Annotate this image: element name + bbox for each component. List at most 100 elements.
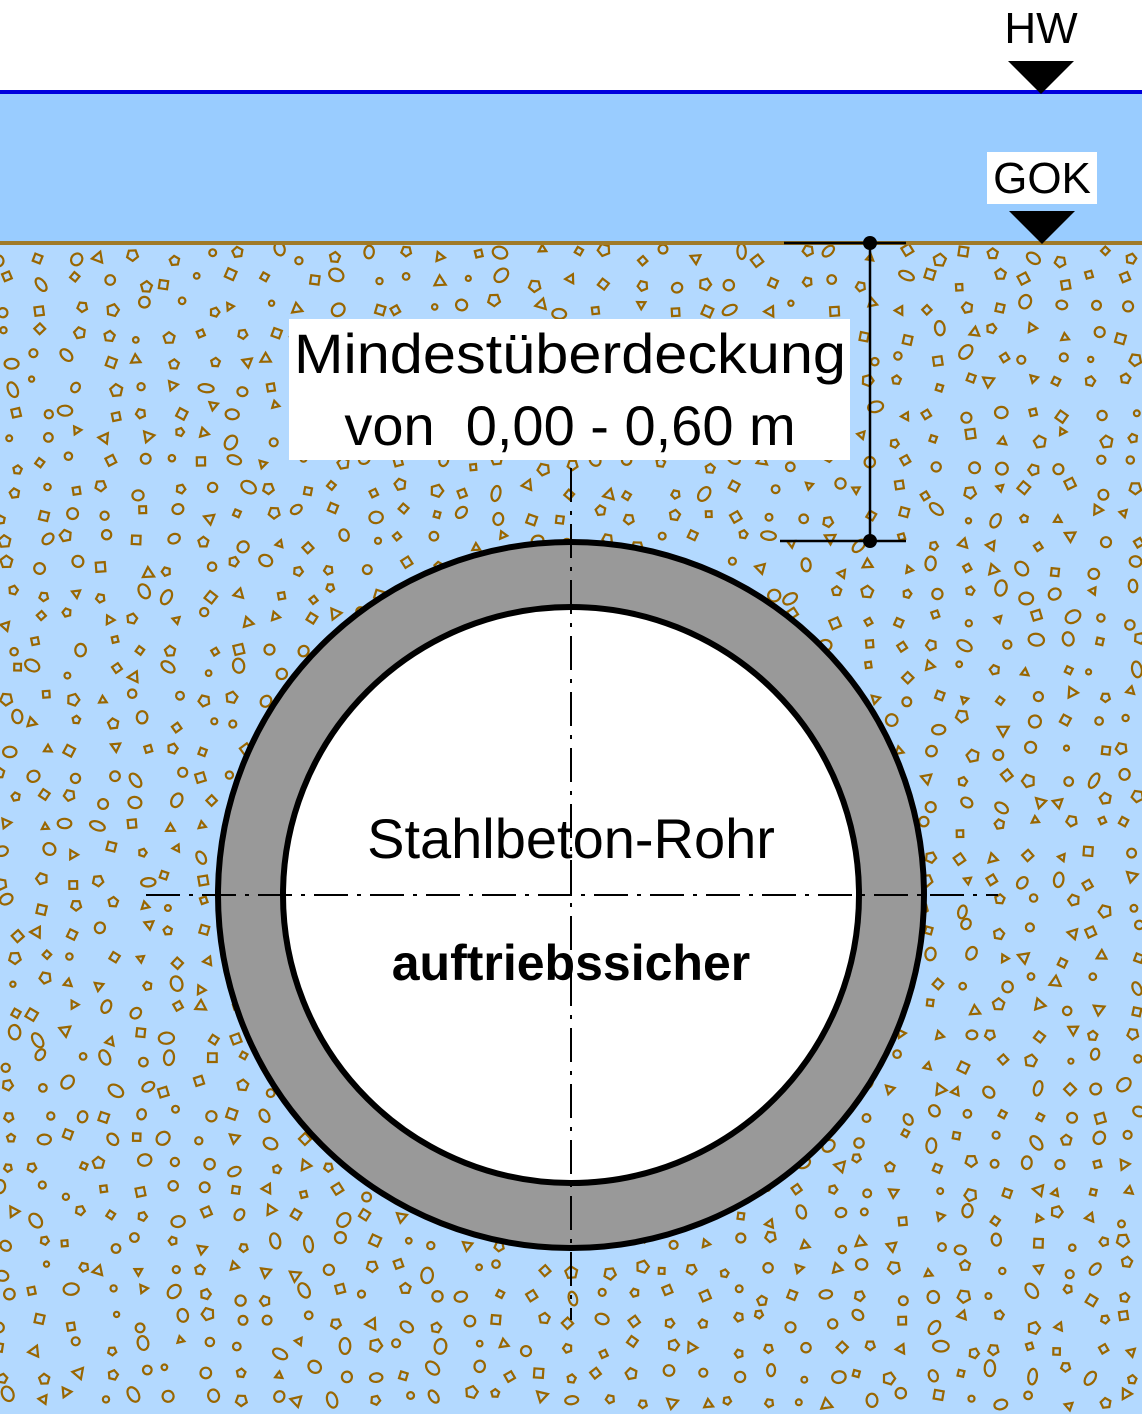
soil-grain: [1117, 508, 1129, 520]
soil-grain: [454, 298, 469, 312]
soil-grain: [94, 560, 107, 574]
soil-grain: [862, 1188, 873, 1199]
soil-grain: [892, 304, 904, 317]
soil-grain: [893, 744, 906, 756]
soil-grain: [597, 1287, 607, 1298]
soil-grain: [206, 1052, 218, 1064]
soil-grain: [1058, 713, 1073, 727]
soil-grain: [1084, 1292, 1100, 1308]
soil-grain: [1054, 1158, 1066, 1171]
soil-grain: [660, 1283, 674, 1297]
soil-grain: [307, 594, 320, 606]
soil-grain: [199, 1366, 213, 1380]
soil-grain: [167, 1180, 179, 1192]
soil-grain: [764, 512, 774, 522]
soil-grain: [226, 454, 243, 466]
soil-grain: [473, 1359, 487, 1374]
soil-grain: [983, 1029, 997, 1042]
soil-grain: [107, 1368, 120, 1381]
soil-grain: [1092, 1130, 1107, 1146]
soil-grain: [762, 1343, 774, 1355]
soil-grain: [826, 274, 838, 285]
soil-grain: [175, 1333, 187, 1345]
soil-grain: [33, 1312, 46, 1326]
soil-grain: [463, 1314, 477, 1328]
soil-grain: [174, 406, 190, 422]
soil-grain: [97, 1110, 111, 1125]
soil-grain: [258, 1294, 271, 1308]
soil-grain: [1083, 269, 1095, 280]
soil-grain: [991, 996, 1006, 1011]
soil-grain: [193, 770, 208, 785]
soil-grain: [1116, 1076, 1132, 1093]
soil-grain: [1027, 714, 1043, 729]
soil-grain: [993, 1398, 1009, 1411]
soil-grain: [97, 797, 110, 810]
soil-grain: [289, 1207, 303, 1222]
soil-grain: [850, 486, 862, 497]
soil-grain: [325, 479, 338, 492]
soil-grain: [954, 282, 964, 292]
soil-grain: [956, 1289, 972, 1305]
soil-grain: [560, 1316, 575, 1331]
soil-grain: [35, 609, 48, 622]
soil-grain: [203, 1157, 216, 1171]
soil-grain: [1050, 797, 1064, 811]
soil-grain: [554, 514, 566, 525]
soil-grain: [195, 1244, 210, 1257]
soil-grain: [369, 1338, 384, 1354]
soil-grain: [992, 927, 1006, 941]
soil-grain: [231, 657, 246, 674]
soil-grain: [43, 482, 52, 492]
soil-grain: [430, 483, 445, 499]
soil-grain: [105, 613, 117, 627]
soil-grain: [965, 585, 976, 597]
soil-grain: [494, 1288, 506, 1300]
soil-grain: [202, 589, 219, 606]
soil-grain: [233, 1208, 246, 1222]
soil-grain: [801, 244, 815, 258]
soil-grain: [567, 1290, 579, 1307]
soil-grain: [897, 1216, 908, 1227]
soil-grain: [1018, 665, 1031, 677]
soil-grain: [93, 921, 107, 935]
soil-grain: [535, 1390, 550, 1405]
soil-grain: [271, 1163, 283, 1175]
soil-grain: [388, 303, 402, 317]
soil-grain: [0, 1372, 9, 1385]
soil-grain: [896, 531, 907, 542]
soil-grain: [967, 324, 981, 338]
soil-grain: [626, 1314, 642, 1329]
soil-grain: [141, 564, 157, 579]
soil-grain: [46, 1111, 56, 1121]
soil-grain: [35, 903, 49, 917]
soil-grain: [57, 1025, 73, 1039]
soil-grain: [136, 1153, 153, 1167]
soil-grain: [1032, 1029, 1047, 1045]
soil-grain: [1118, 270, 1132, 284]
soil-grain: [1024, 1341, 1035, 1352]
soil-grain: [735, 1232, 747, 1244]
soil-grain: [1047, 973, 1063, 988]
soil-grain: [1116, 1219, 1126, 1229]
soil-grain: [89, 249, 104, 265]
soil-grain: [265, 1088, 276, 1099]
soil-grain: [952, 851, 967, 867]
soil-grain: [125, 249, 140, 263]
soil-grain: [127, 795, 143, 810]
soil-grain: [325, 1391, 339, 1409]
soil-grain: [68, 270, 82, 284]
soil-grain: [468, 462, 478, 472]
soil-grain: [1052, 513, 1064, 524]
soil-grain: [827, 616, 843, 631]
soil-grain: [1126, 1373, 1138, 1385]
soil-grain: [767, 588, 782, 603]
soil-grain: [373, 536, 383, 545]
soil-grain: [138, 1283, 151, 1296]
soil-grain: [110, 1243, 122, 1254]
soil-grain: [0, 845, 9, 857]
soil-grain: [175, 483, 187, 495]
soil-grain: [259, 1267, 274, 1280]
soil-grain: [598, 1348, 610, 1360]
soil-grain: [983, 1359, 997, 1378]
